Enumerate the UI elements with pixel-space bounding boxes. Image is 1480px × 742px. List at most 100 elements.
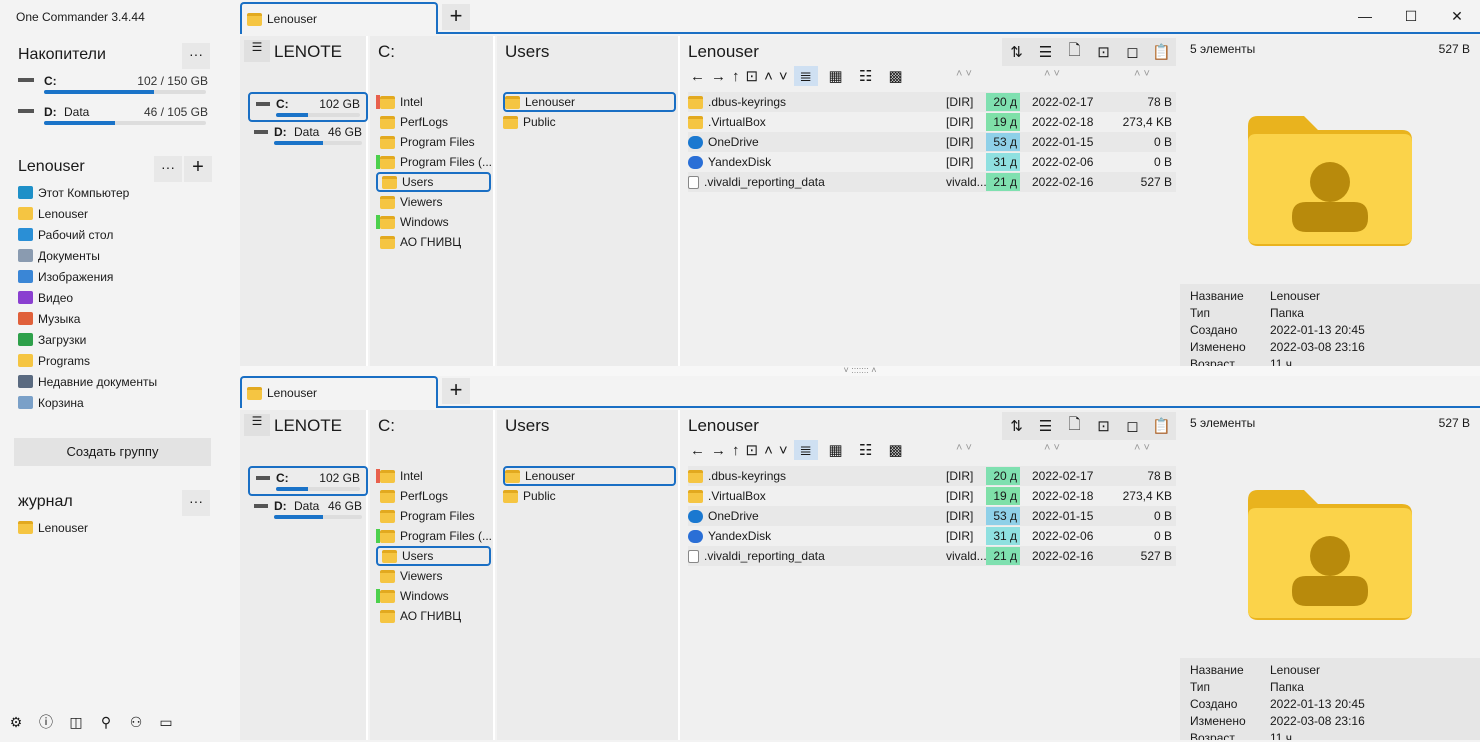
nav-icon[interactable]: ˅	[778, 67, 788, 85]
file-row[interactable]: .dbus-keyrings [DIR] 20 д 2022-02-17 78 …	[688, 466, 1176, 486]
folder-item[interactable]: Public	[503, 112, 676, 132]
view-mode-icon[interactable]: ▩	[888, 442, 903, 459]
file-row[interactable]: OneDrive [DIR] 53 д 2022-01-15 0 B	[688, 506, 1176, 526]
favorite-item[interactable]: Programs	[18, 350, 90, 371]
journal-item[interactable]: Lenouser	[18, 517, 88, 538]
favorite-item[interactable]: Видео	[18, 287, 73, 308]
bottom-tool-icon[interactable]: ⚲	[100, 713, 112, 730]
nav-icon[interactable]: ⊡	[745, 442, 759, 459]
drive-item[interactable]: D: Data 46 GB	[248, 496, 368, 526]
folder-item[interactable]: Viewers	[376, 192, 491, 212]
view-mode-icon[interactable]: ▦	[828, 442, 843, 459]
bottom-tool-icon[interactable]: ▭	[159, 713, 173, 730]
folder-item[interactable]: PerfLogs	[376, 486, 491, 506]
view-mode-icon[interactable]: ▩	[888, 68, 903, 85]
file-row[interactable]: .vivaldi_reporting_data vivald... 21 д 2…	[688, 546, 1176, 566]
tab-lenouser[interactable]: Lenouser	[240, 2, 438, 34]
drives-more-button[interactable]: ···	[182, 43, 210, 69]
close-button[interactable]: ✕	[1451, 7, 1463, 24]
folder-item[interactable]: Program Files (...	[376, 526, 491, 546]
sort-arrows[interactable]: ˄ ˅	[956, 442, 972, 454]
favorite-item[interactable]: Lenouser	[18, 203, 88, 224]
folder-item[interactable]: Intel	[376, 92, 491, 112]
toolbar-icon[interactable]: ☰	[1038, 44, 1053, 61]
toolbar-icon[interactable]: ⇅	[1010, 418, 1023, 435]
folder-item[interactable]: Public	[503, 486, 676, 506]
nav-icon[interactable]: ˅	[778, 441, 788, 459]
toolbar-icon[interactable]: ☰	[1038, 418, 1053, 435]
folder-item[interactable]: Program Files	[376, 506, 491, 526]
drive-item[interactable]: D: Data 46 GB	[248, 122, 368, 152]
bottom-tool-icon[interactable]: ⚇	[129, 713, 143, 730]
nav-icon[interactable]: →	[711, 67, 726, 85]
folder-item[interactable]: Users	[376, 172, 491, 192]
favorite-item[interactable]: Рабочий стол	[18, 224, 113, 245]
nav-icon[interactable]: →	[711, 441, 726, 459]
favorite-item[interactable]: Документы	[18, 245, 100, 266]
view-mode-icon[interactable]: ▦	[828, 68, 843, 85]
toolbar-icon[interactable]: ⊡	[1097, 418, 1110, 435]
favorite-item[interactable]: Изображения	[18, 266, 113, 287]
folder-item[interactable]: Lenouser	[503, 92, 676, 112]
nav-icon[interactable]: ⊡	[745, 68, 759, 85]
menu-icon[interactable]: ☰	[244, 40, 270, 62]
folder-item[interactable]: Windows	[376, 212, 491, 232]
file-row[interactable]: .VirtualBox [DIR] 19 д 2022-02-18 273,4 …	[688, 486, 1176, 506]
bottom-tool-icon[interactable]: ⓘ	[39, 714, 53, 730]
add-tab-button[interactable]: +	[442, 4, 470, 30]
nav-icon[interactable]: ˄	[764, 441, 773, 459]
file-row[interactable]: YandexDisk [DIR] 31 д 2022-02-06 0 B	[688, 152, 1176, 172]
sort-arrows[interactable]: ˄ ˅	[1134, 68, 1150, 80]
folder-item[interactable]: Program Files	[376, 132, 491, 152]
file-row[interactable]: OneDrive [DIR] 53 д 2022-01-15 0 B	[688, 132, 1176, 152]
pane-splitter[interactable]: ˅ ::::::: ˄	[240, 366, 1480, 376]
toolbar-icon[interactable]: 🗋	[1068, 41, 1081, 59]
add-favorite-button[interactable]: +	[184, 156, 212, 182]
toolbar-icon[interactable]: 📋	[1152, 44, 1171, 61]
toolbar-icon[interactable]: ⊡	[1097, 44, 1110, 61]
nav-icon[interactable]: ←	[690, 441, 705, 459]
drive-0[interactable]: C: 102 / 150 GB	[18, 74, 208, 102]
toolbar-icon[interactable]: 📋	[1152, 418, 1171, 435]
toolbar-icon[interactable]: ⇅	[1010, 44, 1023, 61]
file-row[interactable]: .VirtualBox [DIR] 19 д 2022-02-18 273,4 …	[688, 112, 1176, 132]
add-tab-button[interactable]: +	[442, 378, 470, 404]
view-mode-icon[interactable]: ≣	[793, 440, 818, 460]
folder-item[interactable]: АО ГНИВЦ	[376, 606, 491, 626]
folder-item[interactable]: АО ГНИВЦ	[376, 232, 491, 252]
view-mode-icon[interactable]: ☷	[858, 68, 873, 85]
file-row[interactable]: YandexDisk [DIR] 31 д 2022-02-06 0 B	[688, 526, 1176, 546]
folder-item[interactable]: Lenouser	[503, 466, 676, 486]
view-mode-icon[interactable]: ☷	[858, 442, 873, 459]
folder-item[interactable]: Program Files (...	[376, 152, 491, 172]
tab-lenouser[interactable]: Lenouser	[240, 376, 438, 408]
favorite-item[interactable]: Корзина	[18, 392, 84, 413]
sort-arrows[interactable]: ˄ ˅	[956, 68, 972, 80]
minimize-button[interactable]: —	[1358, 8, 1372, 24]
nav-icon[interactable]: ˄	[764, 67, 773, 85]
folder-item[interactable]: Windows	[376, 586, 491, 606]
file-row[interactable]: .vivaldi_reporting_data vivald... 21 д 2…	[688, 172, 1176, 192]
sort-arrows[interactable]: ˄ ˅	[1044, 442, 1060, 454]
create-group-button[interactable]: Создать группу	[14, 438, 211, 466]
drive-item[interactable]: C: 102 GB	[248, 92, 368, 122]
folder-item[interactable]: Viewers	[376, 566, 491, 586]
maximize-button[interactable]: ☐	[1404, 7, 1418, 24]
sort-arrows[interactable]: ˄ ˅	[1044, 68, 1060, 80]
menu-icon[interactable]: ☰	[244, 414, 270, 436]
favorite-item[interactable]: Загрузки	[18, 329, 86, 350]
favorite-item[interactable]: Музыка	[18, 308, 80, 329]
drive-1[interactable]: D: Data 46 / 105 GB	[18, 105, 208, 133]
drive-item[interactable]: C: 102 GB	[248, 466, 368, 496]
favorite-item[interactable]: Недавние документы	[18, 371, 157, 392]
bottom-tool-icon[interactable]: ◫	[69, 713, 83, 730]
folder-item[interactable]: Users	[376, 546, 491, 566]
view-mode-icon[interactable]: ≣	[793, 66, 818, 86]
bottom-tool-icon[interactable]: ⚙	[9, 713, 23, 730]
nav-icon[interactable]: ↑	[732, 441, 740, 459]
sort-arrows[interactable]: ˄ ˅	[1134, 442, 1150, 454]
nav-icon[interactable]: ←	[690, 67, 705, 85]
group-more-button[interactable]: ···	[154, 156, 182, 182]
file-row[interactable]: .dbus-keyrings [DIR] 20 д 2022-02-17 78 …	[688, 92, 1176, 112]
nav-icon[interactable]: ↑	[732, 67, 740, 85]
